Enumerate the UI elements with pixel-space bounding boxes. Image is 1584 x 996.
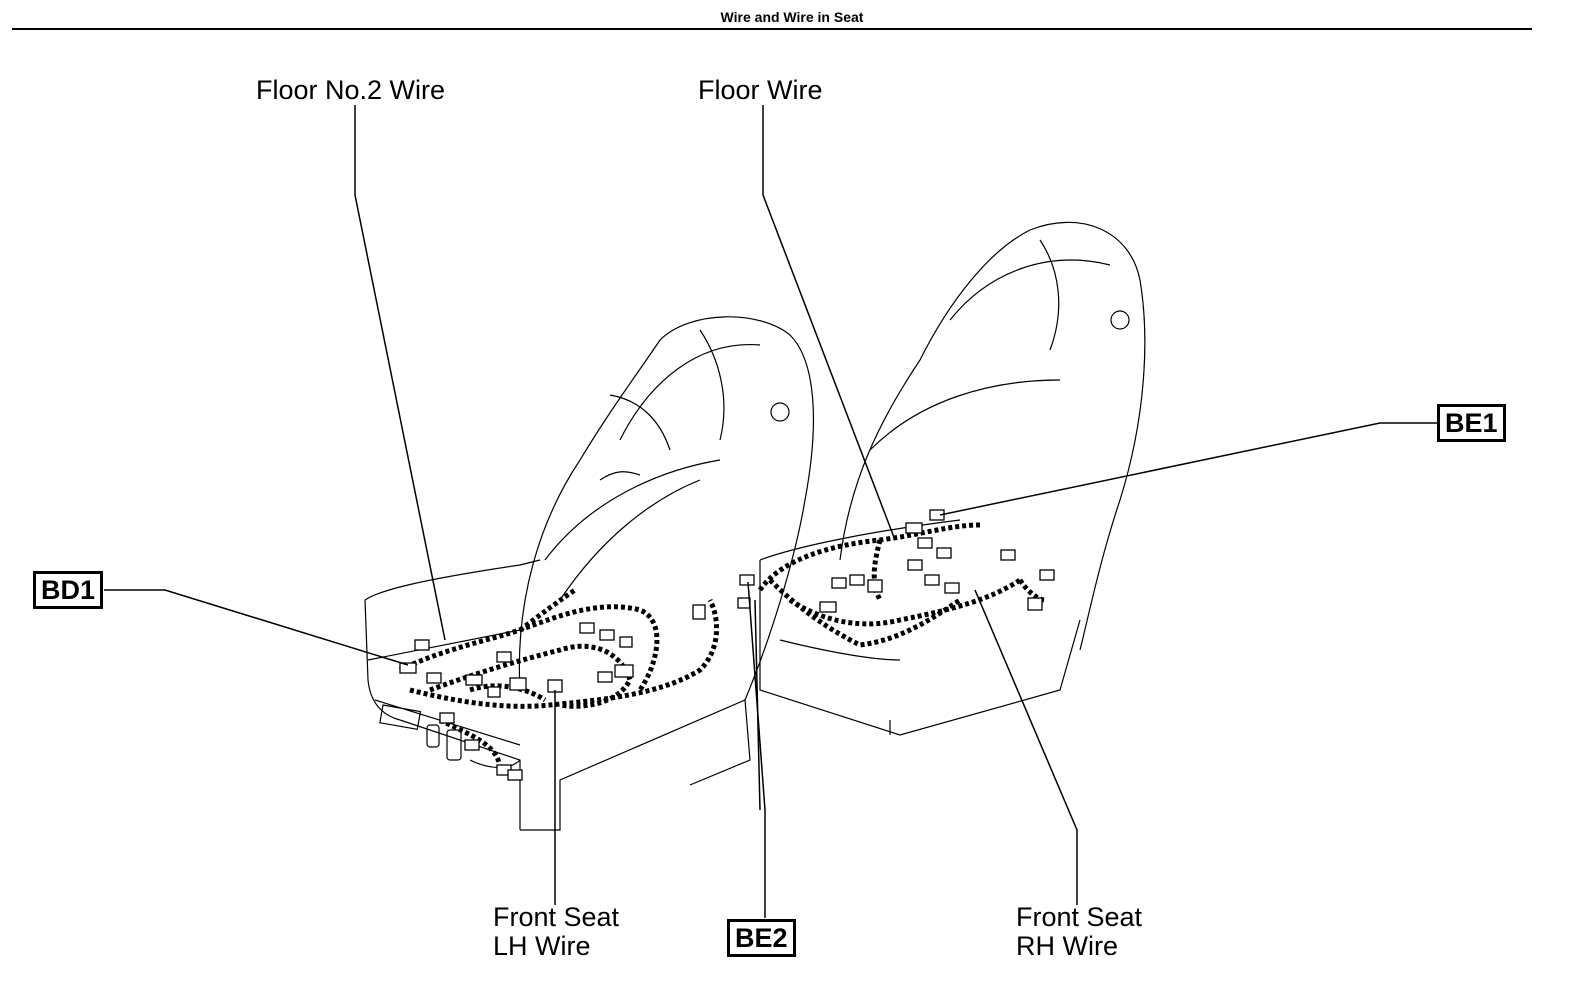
connector-block: [465, 674, 483, 686]
connector-block: [905, 522, 923, 534]
connector-block: [426, 672, 442, 684]
right-seat-drawing: [759, 221, 1146, 736]
connector-block: [399, 662, 417, 674]
front-seat-rh-wire-label: Front Seat RH Wire: [1016, 903, 1142, 961]
floor-no2-wire-label: Floor No.2 Wire: [256, 75, 446, 105]
connector-block: [619, 636, 633, 648]
leader-floor-no2-wire: [354, 105, 446, 641]
connector-block: [917, 537, 933, 549]
connector-block: [509, 677, 527, 691]
connector-block: [1027, 597, 1043, 611]
front-seat-rh-line2: RH Wire: [1016, 931, 1118, 961]
connector-block: [487, 686, 501, 698]
front-seat-rh-line1: Front Seat: [1016, 902, 1143, 932]
floor-wire-label: Floor Wire: [698, 75, 823, 105]
leader-be2-upper: [747, 581, 766, 918]
connector-block: [464, 739, 480, 751]
connector-block: [439, 712, 455, 724]
connector-blocks: [399, 509, 1055, 781]
front-seat-lh-wire-label: Front Seat LH Wire: [493, 903, 619, 961]
leader-be2-lower: [754, 599, 761, 811]
connector-block: [819, 601, 837, 613]
connector-block: [739, 574, 755, 586]
front-seat-lh-line1: Front Seat: [493, 902, 620, 932]
connector-block: [867, 579, 883, 593]
leader-floor-wire: [762, 105, 896, 541]
connector-block: [936, 547, 952, 559]
connector-tag-be1: BE1: [1437, 404, 1506, 442]
connector-block: [1000, 549, 1016, 561]
connector-block: [597, 671, 613, 683]
connector-block: [831, 577, 847, 589]
header-divider: [12, 28, 1532, 30]
connector-block: [737, 597, 751, 609]
connector-block: [692, 604, 706, 620]
connector-tag-be2: BE2: [727, 919, 796, 957]
connector-block: [1039, 569, 1055, 581]
connector-block: [614, 664, 634, 678]
leader-front-seat-rh: [974, 589, 1078, 905]
connector-block: [579, 622, 595, 634]
connector-tag-bd1: BD1: [33, 571, 104, 609]
connector-block: [496, 651, 512, 663]
connector-block: [924, 574, 940, 586]
leader-bd1: [104, 589, 409, 666]
connector-block: [414, 639, 430, 651]
page-title: Wire and Wire in Seat: [720, 9, 864, 25]
right-seat-harness: [757, 522, 1046, 648]
leader-be1: [939, 422, 1440, 516]
connector-block: [507, 769, 523, 781]
connector-block: [929, 509, 945, 521]
connector-block: [907, 559, 923, 571]
connector-block: [849, 574, 865, 586]
connector-block: [599, 629, 615, 641]
front-seat-lh-line2: LH Wire: [493, 931, 591, 961]
leader-lines: [104, 105, 1440, 918]
connector-block: [944, 582, 960, 594]
left-seat-drawing: [364, 316, 815, 831]
